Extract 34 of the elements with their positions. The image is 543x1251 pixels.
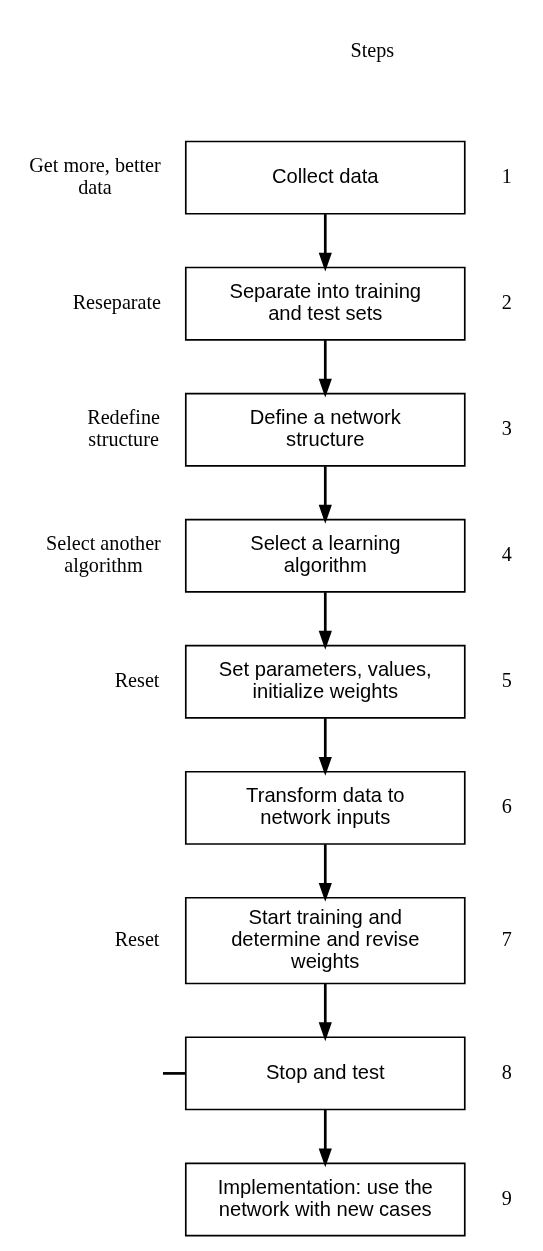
label: 2 <box>501 290 512 313</box>
arrow <box>318 340 332 398</box>
arrow <box>318 214 332 272</box>
label: 1 <box>501 164 512 187</box>
arrow <box>318 592 332 650</box>
node-box: Transform data to network inputs <box>184 770 466 845</box>
label: 4 <box>501 542 512 565</box>
label: 3 <box>501 416 512 439</box>
label: Redefine structure <box>87 405 160 450</box>
label: Reseparate <box>72 290 162 313</box>
arrow <box>318 466 332 524</box>
node-box: Set parameters, values, initialize weights <box>184 644 466 719</box>
node-box: Select a learning algorithm <box>184 518 466 593</box>
node-box: Stop and test <box>184 1036 466 1111</box>
node-box: Separate into training and test sets <box>184 266 466 341</box>
label: Reset <box>114 927 160 950</box>
label: Reset <box>114 669 160 692</box>
label: 9 <box>501 1186 512 1209</box>
label: 7 <box>501 927 512 950</box>
node-box: Implementation: use the network with new cases <box>184 1162 466 1237</box>
node-box: Collect data <box>184 140 466 215</box>
arrow <box>318 718 332 776</box>
arrow <box>318 983 332 1042</box>
label: Steps <box>350 38 395 61</box>
arrow <box>318 1109 332 1168</box>
label: 6 <box>501 795 512 818</box>
arrow <box>318 844 332 902</box>
label: Get more, better data <box>29 153 161 198</box>
node-box: Start training and determine and revise weights <box>184 896 466 985</box>
label: 5 <box>501 669 512 692</box>
label: Select another algorithm <box>46 532 161 576</box>
connector <box>163 1072 186 1075</box>
label: 8 <box>501 1060 512 1083</box>
node-box: Define a network structure <box>184 392 466 467</box>
